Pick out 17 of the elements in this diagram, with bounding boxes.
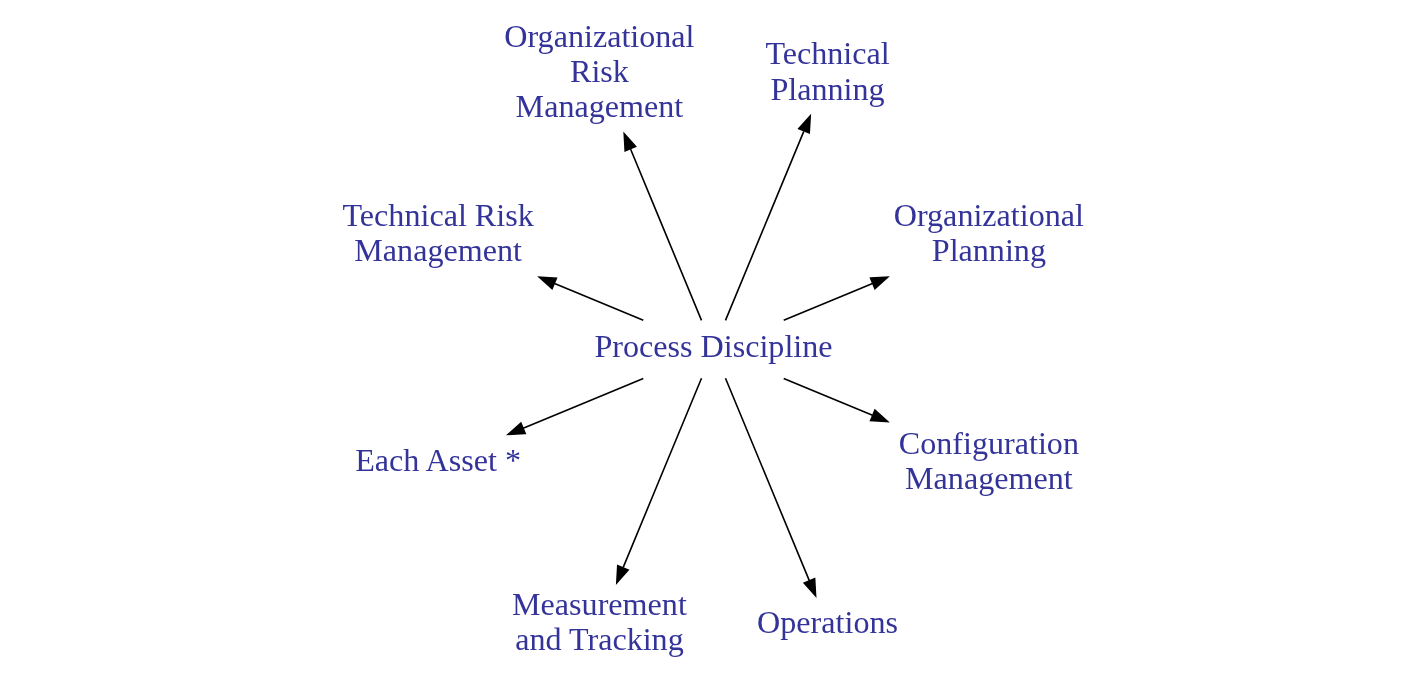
node-text: Each Asset * — [355, 442, 522, 479]
arrow — [537, 276, 645, 322]
node-text: Technical Planning — [765, 35, 890, 107]
node-text: Organizational Risk Management — [504, 17, 695, 125]
arrow — [782, 276, 890, 322]
arrow — [505, 377, 645, 436]
arrow — [782, 377, 890, 423]
node-text: Process Discipline — [594, 328, 833, 365]
node-text: Operations — [757, 603, 899, 640]
arrow — [615, 377, 703, 585]
node-text: Measurement and Tracking — [512, 586, 687, 658]
node-text: Organizational Planning — [893, 196, 1084, 268]
node-text: Technical Risk Management — [342, 196, 534, 268]
arrow — [724, 113, 812, 322]
arrow — [623, 131, 703, 322]
node-text: Configuration Management — [898, 424, 1079, 497]
arrow — [724, 377, 817, 598]
